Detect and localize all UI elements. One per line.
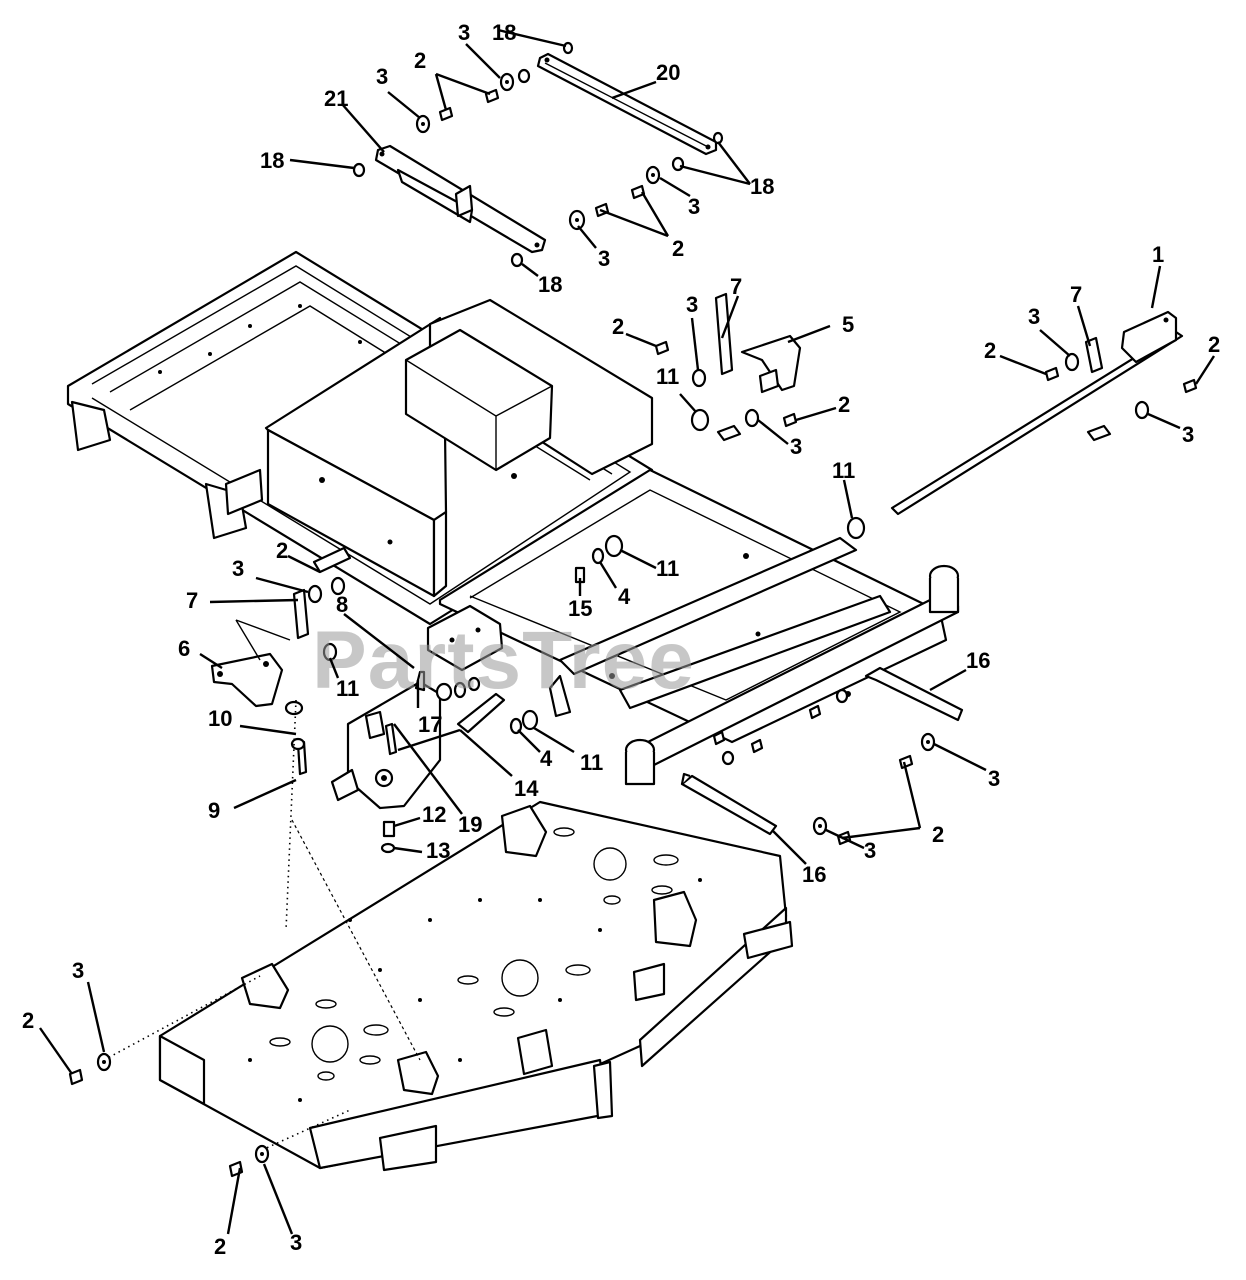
callout-11: 11 — [656, 556, 679, 581]
callout-12: 12 — [422, 802, 446, 827]
callout-3: 3 — [458, 20, 470, 45]
callout-4: 4 — [540, 746, 553, 771]
lever-6-assembly — [210, 584, 338, 931]
callout-2: 2 — [984, 338, 996, 363]
callout-2: 2 — [1208, 332, 1220, 357]
callout-7: 7 — [186, 588, 198, 613]
callout-3: 3 — [290, 1230, 302, 1255]
callout-21: 21 — [324, 86, 348, 111]
callout-3: 3 — [232, 556, 244, 581]
callout-18: 18 — [538, 272, 562, 297]
callout-6: 6 — [178, 636, 190, 661]
callout-11: 11 — [832, 458, 855, 483]
callout-2: 2 — [672, 236, 684, 261]
callout-1: 1 — [1152, 242, 1164, 267]
callout-9: 9 — [208, 798, 220, 823]
lift-link-bar-20 — [536, 52, 718, 156]
callout-3: 3 — [376, 64, 388, 89]
callout-11: 11 — [336, 676, 359, 701]
mower-frame — [66, 250, 654, 626]
mower-deck — [103, 800, 794, 1172]
callout-18: 18 — [750, 174, 774, 199]
callout-7: 7 — [1070, 282, 1082, 307]
callout-3: 3 — [1028, 304, 1040, 329]
callout-16: 16 — [966, 648, 990, 673]
callout-3: 3 — [864, 838, 876, 863]
callout-15: 15 — [568, 596, 592, 621]
callout-10: 10 — [208, 706, 232, 731]
callout-11: 11 — [656, 364, 679, 389]
deck-pivot-hardware — [68, 1052, 270, 1178]
bracket-8 — [426, 604, 504, 672]
callout-13: 13 — [426, 838, 450, 863]
callout-17: 17 — [418, 712, 442, 737]
callout-2: 2 — [214, 1234, 226, 1259]
callout-2: 2 — [276, 538, 288, 563]
callout-3: 3 — [72, 958, 84, 983]
rod-16 — [680, 666, 964, 836]
callouts: 1 2 2 2 2 2 2 2 2 2 2 3 3 3 3 3 3 3 3 3 … — [22, 20, 1220, 1259]
callout-11: 11 — [580, 750, 603, 775]
watermark: PartsTree — [312, 615, 695, 706]
lift-link-bar-21 — [374, 144, 547, 254]
callout-2: 2 — [932, 822, 944, 847]
callout-3: 3 — [598, 246, 610, 271]
callout-20: 20 — [656, 60, 680, 85]
callout-3: 3 — [988, 766, 1000, 791]
lift-shaft-1 — [890, 310, 1198, 516]
callout-5: 5 — [842, 312, 854, 337]
callout-8: 8 — [336, 592, 348, 617]
callout-3: 3 — [1182, 422, 1194, 447]
lever-5-assembly — [654, 292, 866, 540]
callout-3: 3 — [790, 434, 802, 459]
callout-2: 2 — [838, 392, 850, 417]
leader-lines — [39, 28, 1216, 1235]
callout-16: 16 — [802, 862, 826, 887]
callout-19: 19 — [458, 812, 482, 837]
callout-18: 18 — [492, 20, 516, 45]
callout-3: 3 — [688, 194, 700, 219]
callout-2: 2 — [612, 314, 624, 339]
callout-2: 2 — [22, 1008, 34, 1033]
callout-18: 18 — [260, 148, 284, 173]
deck-front-hardware — [712, 688, 936, 846]
center-linkage — [312, 534, 624, 854]
callout-2: 2 — [414, 48, 426, 73]
callout-7: 7 — [730, 274, 742, 299]
front-frame-rails — [438, 468, 960, 786]
callout-3: 3 — [686, 292, 698, 317]
callout-4: 4 — [618, 584, 631, 609]
callout-14: 14 — [514, 776, 539, 801]
